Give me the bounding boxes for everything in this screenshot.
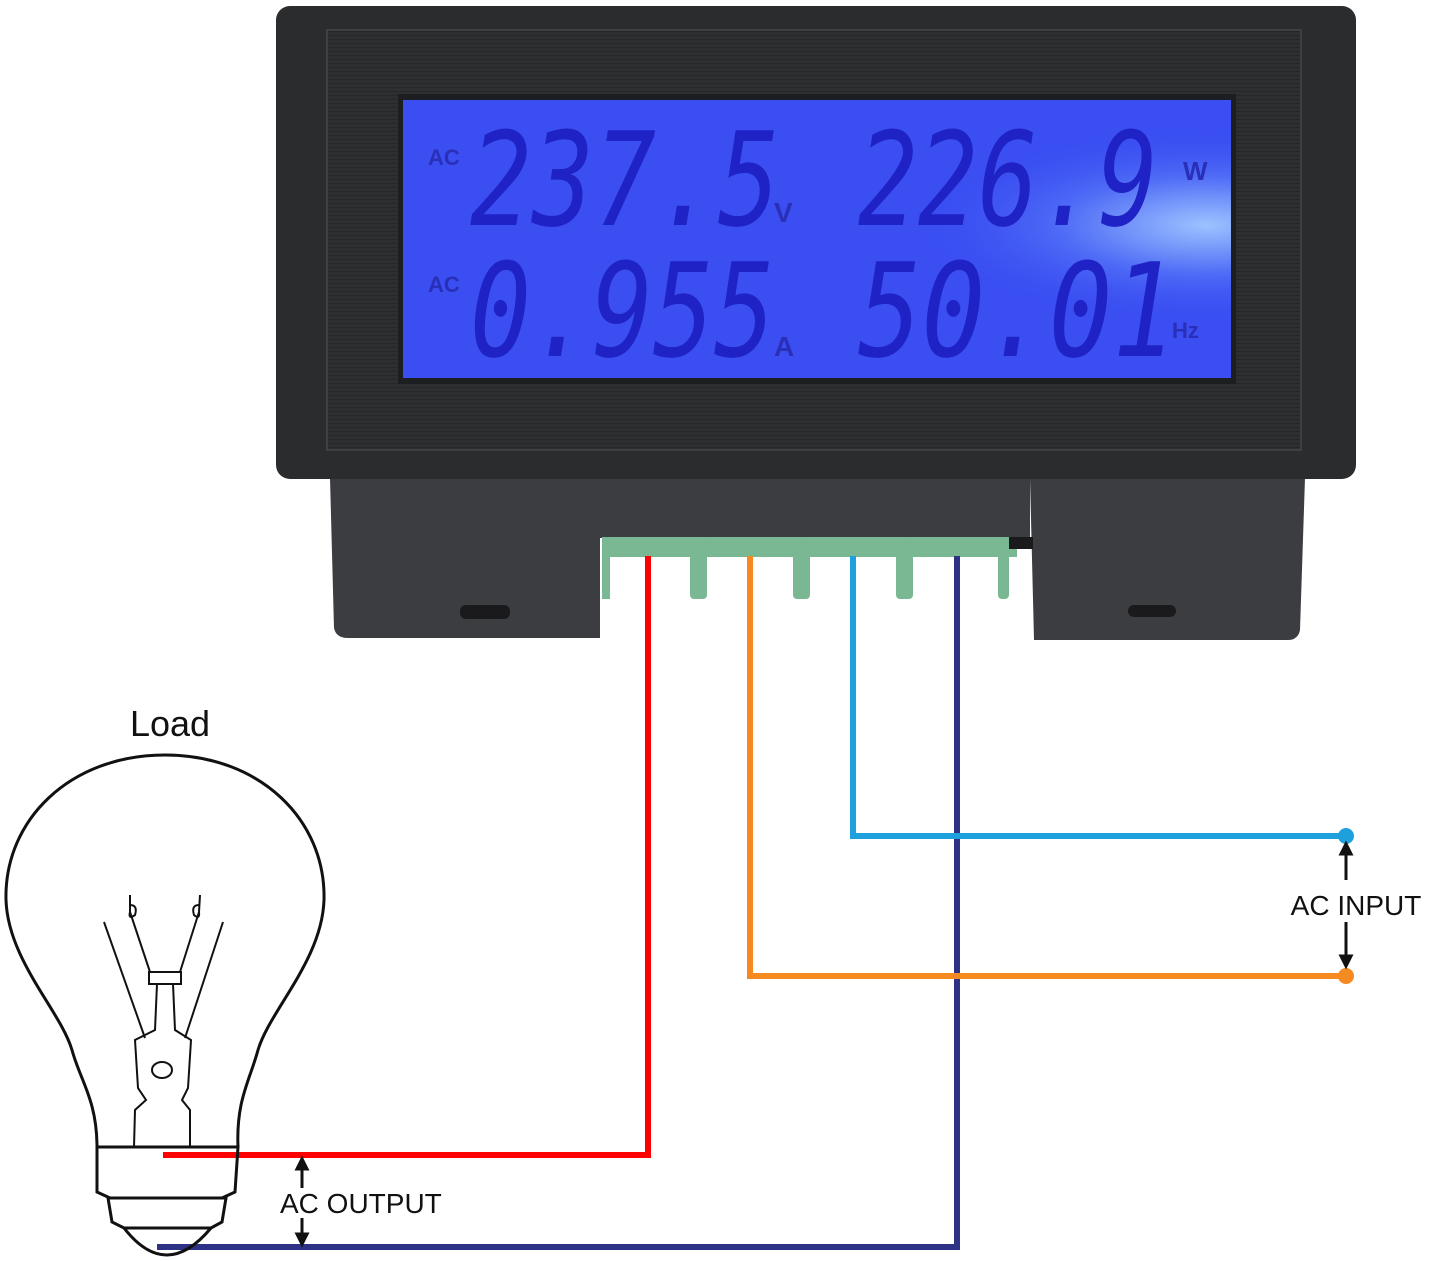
- frequency-reading: 50.01: [858, 235, 1176, 387]
- lcd-backlight-glow: [403, 100, 1231, 378]
- power-unit-label: W: [1183, 156, 1208, 186]
- wires: [157, 556, 1354, 1250]
- bulb-filament-support-left: [103, 921, 146, 1039]
- meter-device: AC 237.5 V 226.9 W AC 0.955 A 50.01 Hz: [276, 6, 1356, 640]
- terminal-divider: [896, 537, 913, 599]
- wire-orange: [747, 556, 1346, 979]
- wire-light-blue: [850, 556, 1346, 839]
- power-reading: 226.9: [858, 104, 1158, 256]
- mount-slot-right: [1128, 605, 1176, 617]
- frequency-unit-label: Hz: [1172, 318, 1199, 343]
- terminal-divider: [690, 537, 707, 599]
- meter-rear-center-body: [600, 478, 1030, 538]
- ac-output-label: AC OUTPUT: [280, 1188, 442, 1219]
- bulb-glass: [4, 753, 326, 1148]
- load-label: Load: [130, 703, 210, 744]
- wire-red: [163, 556, 651, 1158]
- voltage-prefix-label: AC: [428, 145, 460, 170]
- voltage-reading: 237.5: [470, 104, 780, 256]
- bulb-base-collar: [106, 1196, 228, 1230]
- bulb-filament-clamp: [148, 971, 182, 985]
- terminal-block: [602, 537, 1033, 599]
- bulb-stem: [133, 983, 193, 1148]
- bulb-filament-left: [128, 895, 151, 973]
- current-reading: 0.955: [470, 235, 775, 387]
- terminal-divider: [998, 537, 1009, 599]
- bulb-stem-bead: [151, 1061, 173, 1079]
- current-prefix-label: AC: [428, 272, 460, 297]
- ac-output-indicator: AC OUTPUT: [280, 1155, 442, 1248]
- ac-input-label: AC INPUT: [1291, 890, 1422, 921]
- mount-slot-left: [460, 605, 510, 619]
- light-bulb-icon: Load: [4, 703, 326, 1257]
- current-unit-label: A: [774, 331, 794, 362]
- input-terminal-dot-orange: [1338, 968, 1354, 984]
- ac-input-indicator: AC INPUT: [1291, 840, 1422, 970]
- bulb-filament-support-right: [184, 921, 224, 1039]
- terminal-divider: [793, 537, 810, 599]
- bulb-base-tip: [122, 1227, 213, 1257]
- wire-navy: [157, 556, 960, 1250]
- meter-rear-right-body: [1030, 478, 1305, 640]
- bulb-filament-right: [179, 894, 201, 973]
- input-terminal-dot-blue: [1338, 828, 1354, 844]
- voltage-unit-label: V: [774, 197, 793, 228]
- meter-rear-left-body: [330, 478, 600, 638]
